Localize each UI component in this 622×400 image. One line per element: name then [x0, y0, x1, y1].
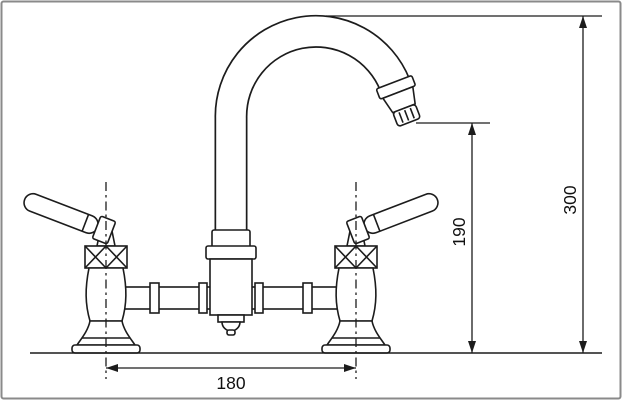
center-body	[205, 229, 257, 336]
spout	[214, 14, 421, 254]
arrow-up-icon	[579, 16, 587, 28]
bridge-ring	[149, 282, 160, 314]
lever-band	[81, 214, 90, 232]
bridge-ring	[198, 282, 208, 314]
dimension-label-overall-height: 300	[560, 185, 580, 214]
arrow-down-icon	[468, 341, 476, 353]
bridge-ring	[254, 282, 264, 314]
dimension-label-spout-height: 190	[449, 217, 469, 246]
lever-handle	[23, 192, 116, 245]
dimension-overall-height: 300	[560, 16, 587, 353]
aerator-ribs	[398, 107, 415, 123]
dimension-hole-centres: 180	[106, 364, 356, 393]
center-collar	[205, 245, 257, 260]
aerator	[375, 75, 421, 127]
arrow-up-icon	[468, 123, 476, 135]
dimension-label-hole-centres: 180	[216, 373, 245, 393]
center-step	[217, 314, 245, 323]
arrow-right-icon	[344, 364, 356, 372]
arrow-down-icon	[579, 341, 587, 353]
aerator-taper	[381, 85, 417, 114]
center-finial-tip	[226, 329, 236, 336]
center-column	[209, 258, 253, 316]
spout-tube-fill	[216, 16, 409, 254]
bridge-ring	[302, 282, 313, 314]
dimension-spout-height: 190	[449, 123, 476, 353]
arrow-left-icon	[106, 364, 118, 372]
lever-ferrule	[92, 215, 116, 245]
valve-assembly-left	[23, 192, 141, 354]
knurl-pattern	[84, 245, 128, 269]
